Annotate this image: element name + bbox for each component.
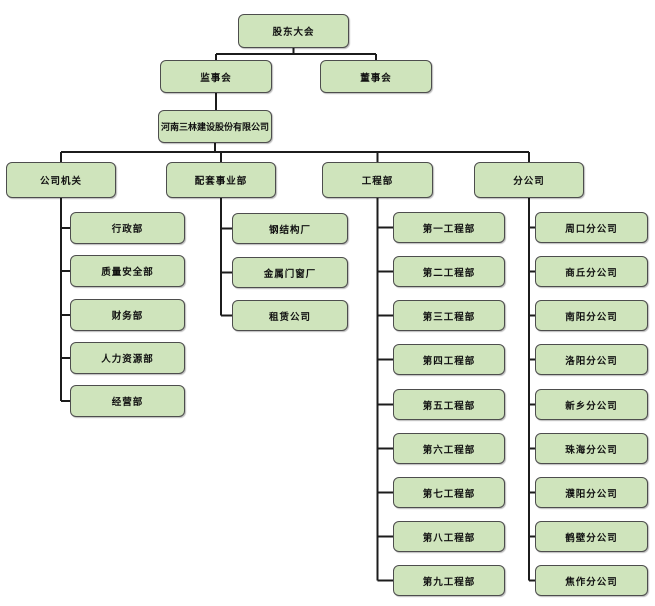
node-dept-3-child-9: 第九工程部 [393, 565, 505, 596]
node-dept-4-child-3: 南阳分公司 [535, 300, 648, 331]
node-dept-2-child-1: 钢结构厂 [232, 213, 348, 244]
node-label: 金属门窗厂 [263, 268, 317, 280]
node-dept-1-child-1: 行政部 [70, 212, 185, 244]
node-label: 第四工程部 [422, 355, 476, 367]
node-company: 河南三林建设股份有限公司 [158, 110, 272, 143]
node-dept-3-child-8: 第八工程部 [393, 521, 505, 552]
node-label: 股东大会 [272, 27, 315, 38]
node-dept-4-child-4: 洛阳分公司 [535, 344, 648, 375]
node-label: 第八工程部 [422, 532, 476, 544]
node-dept-4-child-6: 珠海分公司 [535, 433, 648, 464]
node-label: 商丘分公司 [565, 267, 618, 279]
node-label: 第二工程部 [422, 267, 476, 279]
node-label: 焦作分公司 [565, 576, 618, 588]
node-label: 南阳分公司 [565, 311, 618, 323]
node-dept-1-child-4: 人力资源部 [70, 342, 185, 374]
node-dept-1-child-3: 财务部 [70, 299, 185, 331]
node-label: 人力资源部 [101, 354, 154, 365]
node-label: 质量安全部 [101, 267, 154, 278]
node-board-of-directors: 董事会 [320, 60, 432, 93]
node-label: 钢结构厂 [268, 224, 311, 236]
node-shareholders-meeting: 股东大会 [238, 14, 349, 48]
node-label: 分公司 [513, 176, 545, 187]
node-dept-4-child-1: 周口分公司 [535, 212, 648, 243]
node-label: 洛阳分公司 [565, 355, 618, 367]
node-label: 监事会 [200, 72, 232, 84]
node-label: 工程部 [361, 176, 394, 187]
node-label: 第六工程部 [422, 444, 476, 456]
node-label: 第五工程部 [422, 400, 476, 412]
node-dept-4-child-7: 濮阳分公司 [535, 477, 648, 508]
node-label: 租赁公司 [268, 311, 311, 323]
node-label: 财务部 [111, 311, 144, 322]
node-dept-3-child-6: 第六工程部 [393, 433, 505, 464]
node-dept-3-child-4: 第四工程部 [393, 344, 505, 375]
node-dept-4-child-9: 焦作分公司 [535, 565, 648, 596]
node-dept-2-child-2: 金属门窗厂 [232, 257, 348, 288]
node-label: 鹤壁分公司 [565, 532, 618, 544]
node-label: 第七工程部 [422, 488, 476, 500]
node-label: 第三工程部 [422, 311, 476, 323]
node-label: 行政部 [111, 224, 144, 235]
connector-path [60, 48, 535, 582]
node-label: 董事会 [360, 72, 392, 84]
node-dept-3-child-2: 第二工程部 [393, 256, 505, 287]
node-dept-4-child-5: 新乡分公司 [535, 389, 648, 420]
node-label: 第九工程部 [422, 576, 476, 588]
node-dept-1: 公司机关 [6, 162, 116, 198]
node-dept-3-child-3: 第三工程部 [393, 300, 505, 331]
node-dept-4-child-8: 鹤壁分公司 [535, 521, 648, 552]
node-dept-1-child-2: 质量安全部 [70, 255, 185, 287]
node-label: 珠海分公司 [565, 444, 618, 456]
node-label: 濮阳分公司 [565, 488, 618, 500]
node-label: 河南三林建设股份有限公司 [160, 122, 269, 132]
node-dept-3-child-1: 第一工程部 [393, 212, 505, 243]
node-dept-3-child-5: 第五工程部 [393, 389, 505, 420]
node-dept-3: 工程部 [322, 162, 433, 198]
node-dept-4-child-2: 商丘分公司 [535, 256, 648, 287]
node-supervisory-board: 监事会 [160, 60, 272, 93]
node-dept-2-child-3: 租赁公司 [232, 300, 348, 331]
node-dept-4: 分公司 [474, 162, 584, 198]
node-label: 公司机关 [39, 176, 82, 187]
node-dept-2: 配套事业部 [166, 162, 276, 198]
node-label: 新乡分公司 [565, 400, 618, 412]
node-label: 经营部 [111, 397, 144, 408]
node-dept-3-child-7: 第七工程部 [393, 477, 505, 508]
node-dept-1-child-5: 经营部 [70, 385, 185, 417]
node-label: 周口分公司 [565, 223, 618, 235]
node-label: 第一工程部 [422, 223, 476, 235]
node-label: 配套事业部 [194, 176, 248, 187]
